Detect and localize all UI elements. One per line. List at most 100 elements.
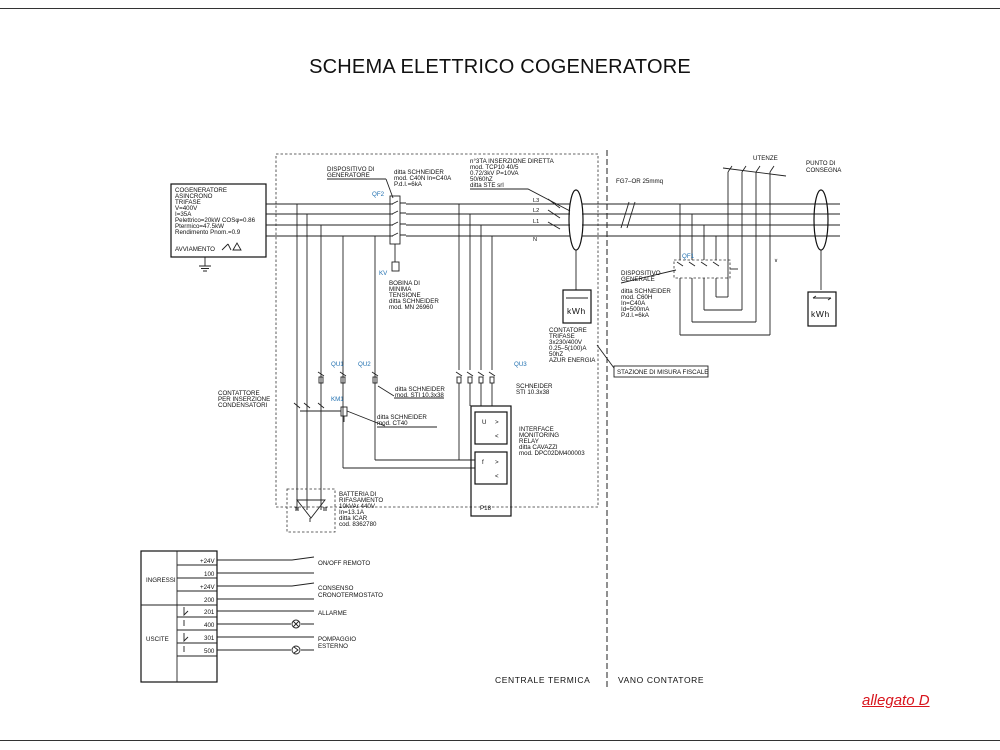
battery-label: In=13.1A: [339, 509, 365, 516]
relay-label: ditta CAVAZZI: [519, 444, 558, 451]
meter-right-unit: kWh: [811, 309, 830, 319]
battery-label: cod. 8362780: [339, 521, 377, 528]
contactor-label: CONDENSATORI: [218, 402, 268, 409]
generator-line: Ptermico=47.5kW: [175, 223, 224, 230]
qf1-label: GENERALE: [621, 276, 655, 283]
tag-qf1: QF1: [682, 253, 695, 260]
km1-spec: ditta SCHNEIDER: [377, 414, 427, 421]
relay-voltage-lt: <: [495, 433, 499, 440]
qf1-label: Id=500mA: [621, 306, 650, 313]
qf1-label: DISPOSITIVO: [621, 270, 661, 277]
relay-frequency-symbol: f: [482, 459, 484, 466]
io-terminal: 201: [204, 609, 215, 616]
qf2-spec: P.d.I.=6kA: [394, 181, 423, 188]
current-transformers: [547, 189, 584, 290]
meter-main: kWh: [562, 289, 592, 324]
relay-label: RELAY: [519, 438, 539, 445]
generator-unit: COGENERATORE ASINCRONO TRIFASE V=400V I=…: [170, 183, 267, 272]
ta-label: n°3TA INSERZIONE DIRETTA: [470, 158, 555, 165]
io-function: POMPAGGIO: [318, 636, 356, 643]
zone-label-plant-room: CENTRALE TERMICA: [495, 675, 590, 685]
cable-label: FG7–OR 25mmq: [616, 178, 664, 185]
breaker-qf1: [673, 204, 738, 335]
tag-km1: KM1: [331, 396, 344, 403]
meter-main-label: TRIFASE: [549, 333, 575, 340]
meter-main-label: CONTATORE: [549, 327, 587, 334]
capacitor-battery: [286, 488, 336, 533]
qf2-title: GENERATORE: [327, 172, 370, 179]
fiscal-station-label: STAZIONE DI MISURA FISCALE: [617, 369, 708, 376]
battery-label: BATTERIA DI: [339, 491, 377, 498]
bus-taps: [296, 204, 493, 510]
relay-label: mod. DPC02DM400003: [519, 450, 585, 457]
fuse-qu3: [455, 371, 496, 406]
ground-icon: [199, 265, 211, 272]
phase-label: L3: [533, 198, 539, 204]
tag-qu3: QU3: [514, 361, 527, 368]
generator-line: COGENERATORE: [175, 187, 227, 194]
generator-line: Rendimento Pnom.=0.9: [175, 229, 241, 236]
fuse-qu1-qu2: [317, 371, 379, 384]
io-function: CONSENSO: [318, 585, 354, 592]
relay-voltage-gt: >: [495, 419, 499, 426]
utilities-label: UTENZE: [753, 155, 778, 162]
generator-line: V=400V: [175, 205, 198, 212]
relay-label: MONITORING: [519, 432, 559, 439]
phase-label: N: [533, 237, 537, 243]
qu12-spec: mod. STI 10.3x38: [395, 392, 444, 399]
generator-line: I=35A: [175, 211, 192, 218]
attachment-label: allegato D: [862, 692, 930, 709]
battery-label: RIFASAMENTO: [339, 497, 383, 504]
qf2-spec: ditta SCHNEIDER: [394, 169, 444, 176]
qf1-label: In=C40A: [621, 300, 646, 307]
meter-main-label: 50hZ: [549, 351, 563, 358]
io-table: [140, 550, 218, 683]
io-function: CRONOTERMOSTATO: [318, 592, 383, 599]
coil-label: TENSIONE: [389, 292, 421, 299]
contactor-km1: [293, 402, 348, 422]
tag-qf2: QF2: [372, 191, 385, 198]
ta-label: ditta STE srl: [470, 182, 504, 189]
qf2-spec: mod. C40N In=C40A: [394, 175, 452, 182]
breaker-qf2: [389, 195, 406, 272]
km1-spec: mod. CT40: [377, 420, 408, 427]
coil-label: ditta SCHNEIDER: [389, 298, 439, 305]
main-bus: [266, 203, 840, 237]
battery-label: ditta ICAR: [339, 515, 368, 522]
generator-start-label: AVVIAMENTO: [175, 246, 215, 253]
io-function: ESTERNO: [318, 643, 348, 650]
ta-label: 50/60hZ: [470, 176, 493, 183]
svg-text:∨: ∨: [774, 258, 778, 264]
relay-label: INTERFACE: [519, 426, 554, 433]
io-terminal: 301: [204, 635, 215, 642]
ta-label: 0.72/3kV P=10VA: [470, 170, 519, 177]
punto-consegna-label: PUNTO DI: [806, 160, 836, 167]
qu3-spec: STI 10.3x38: [516, 389, 550, 396]
qf1-label: mod. C60H: [621, 294, 652, 301]
fiscal-station-box: [613, 365, 709, 378]
io-terminal: 200: [204, 597, 215, 604]
tag-kv: KV: [379, 270, 388, 277]
coil-label: MINIMA: [389, 286, 412, 293]
io-terminal: +24V: [200, 558, 215, 565]
meter-main-label: AZUR ENERGIA: [549, 357, 596, 364]
relay-frequency-lt: <: [495, 473, 499, 480]
generator-line: ASINCRONO: [175, 193, 213, 200]
io-section-inputs: INGRESSI: [146, 577, 176, 584]
cable-break-mark: [620, 201, 636, 229]
qf1-label: P.d.I.=6kA: [621, 312, 650, 319]
io-function: ON/OFF REMOTO: [318, 560, 370, 567]
coil-label: BOBINA DI: [389, 280, 420, 287]
tag-qu2: QU2: [358, 361, 371, 368]
io-function: ALLARME: [318, 610, 347, 617]
io-section-outputs: USCITE: [146, 636, 169, 643]
bottom-page-rule: [0, 740, 1000, 741]
zone-label-meter-room: VANO CONTATORE: [618, 675, 704, 685]
io-terminal: +24V: [200, 584, 215, 591]
qu12-spec: ditta SCHNEIDER: [395, 386, 445, 393]
meter-main-unit: kWh: [567, 306, 586, 316]
output-contact-icon: [183, 607, 189, 652]
io-wiring: [217, 556, 315, 655]
tag-qu1: QU1: [331, 361, 344, 368]
